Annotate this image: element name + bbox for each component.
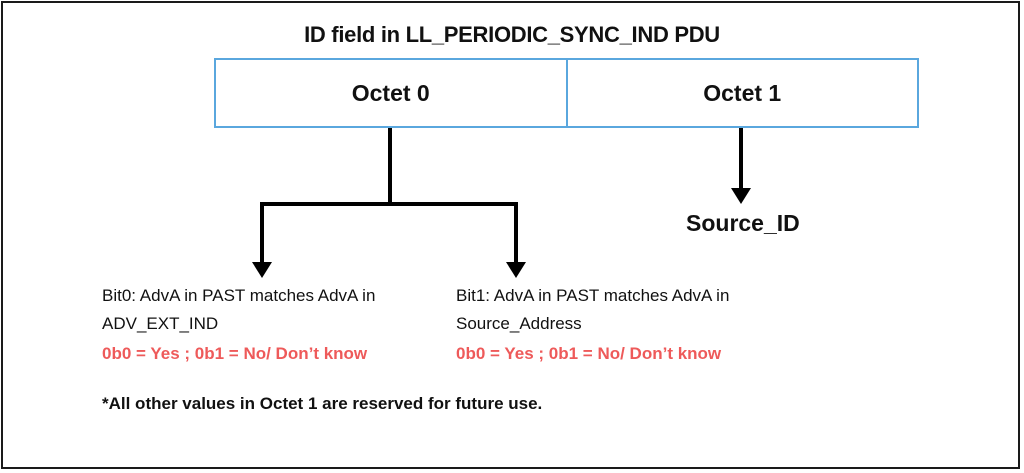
bit0-arrowhead-icon — [252, 262, 272, 278]
octet-0-cell: Octet 0 — [351, 79, 430, 106]
source-id-label: Source_ID — [686, 210, 800, 236]
bit1-description: Bit1: AdvA in PAST matches AdvA in Sourc… — [456, 286, 730, 333]
diagram-title: ID field in LL_PERIODIC_SYNC_IND PDU — [304, 22, 720, 47]
octet-1-arrowhead-icon — [731, 188, 751, 204]
id-field-table: Octet 0 Octet 1 — [214, 58, 919, 128]
bit1-arrowhead-icon — [506, 262, 526, 278]
reserved-footnote: *All other values in Octet 1 are reserve… — [102, 394, 543, 413]
bit0-block: Bit0: AdvA in PAST matches AdvA in ADV_E… — [102, 282, 462, 368]
bit0-description: Bit0: AdvA in PAST matches AdvA in ADV_E… — [102, 286, 376, 333]
bit1-values: 0b0 = Yes ; 0b1 = No/ Don’t know — [456, 344, 722, 363]
bit1-block: Bit1: AdvA in PAST matches AdvA in Sourc… — [456, 282, 816, 368]
bit0-values: 0b0 = Yes ; 0b1 = No/ Don’t know — [102, 344, 368, 363]
octet-1-cell: Octet 1 — [565, 60, 918, 126]
